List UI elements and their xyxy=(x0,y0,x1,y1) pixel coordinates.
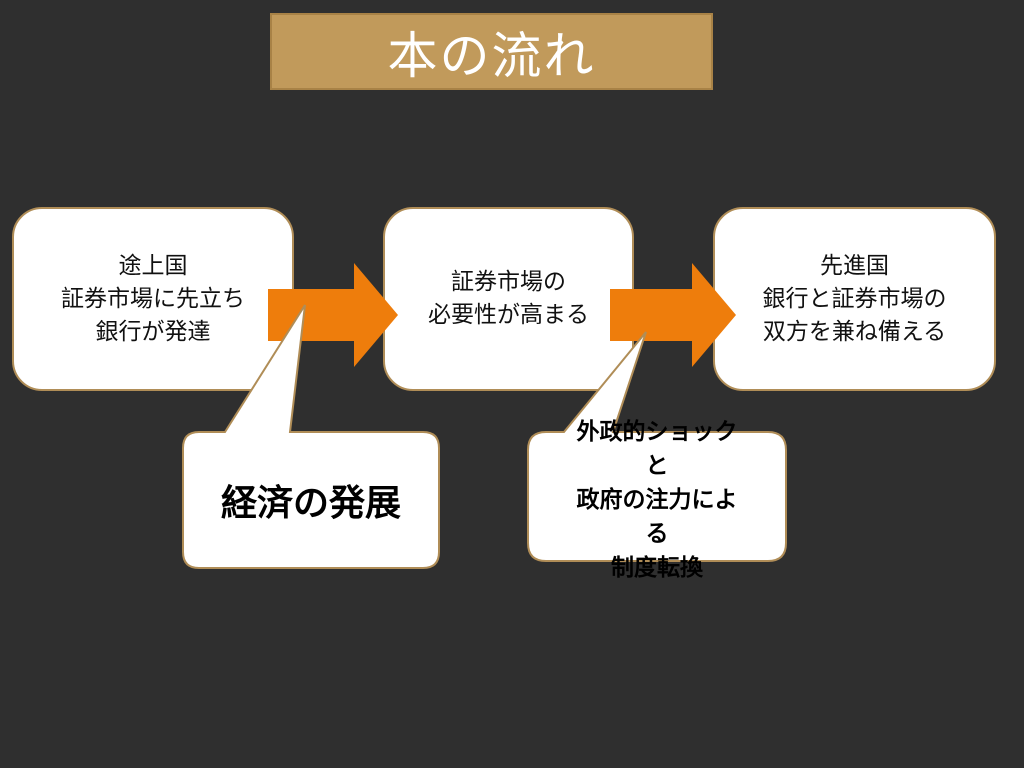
callout-line: 外政的ショック xyxy=(576,419,738,445)
stage-box-developed: 先進国 銀行と証券市場の 双方を兼ね備える xyxy=(713,207,996,391)
callout-line: る xyxy=(645,521,669,547)
callout-line: 政府の注力によ xyxy=(576,487,738,513)
title-banner: 本の流れ xyxy=(270,13,713,90)
stage-box-developing: 途上国 証券市場に先立ち 銀行が発達 xyxy=(12,207,294,391)
callout-line: と xyxy=(645,453,669,479)
stage-line: 先進国 xyxy=(820,252,889,279)
page-title: 本の流れ xyxy=(387,26,596,85)
stage-line: 銀行と証券市場の xyxy=(762,285,947,312)
stage-line: 必要性が高まる xyxy=(428,302,589,328)
callout-line: 制度転換 xyxy=(611,555,703,581)
stage-line: 証券市場に先立ち xyxy=(61,285,245,312)
callout-economy-text: 経済の発展 xyxy=(183,432,439,568)
callout-bubble-shock xyxy=(527,331,787,562)
stage-line: 途上国 xyxy=(118,252,188,279)
stage-line: 証券市場の xyxy=(451,269,566,295)
stage-line: 双方を兼ね備える xyxy=(762,318,947,345)
stage-line: 銀行が発達 xyxy=(95,318,211,345)
stage-box-market-need: 証券市場の 必要性が高まる xyxy=(383,207,634,391)
callout-label: 経済の発展 xyxy=(220,483,401,524)
callout-shock-text: 外政的ショック と 政府の注力によ る 制度転換 xyxy=(528,415,786,585)
callout-bubble-economy xyxy=(182,304,440,569)
